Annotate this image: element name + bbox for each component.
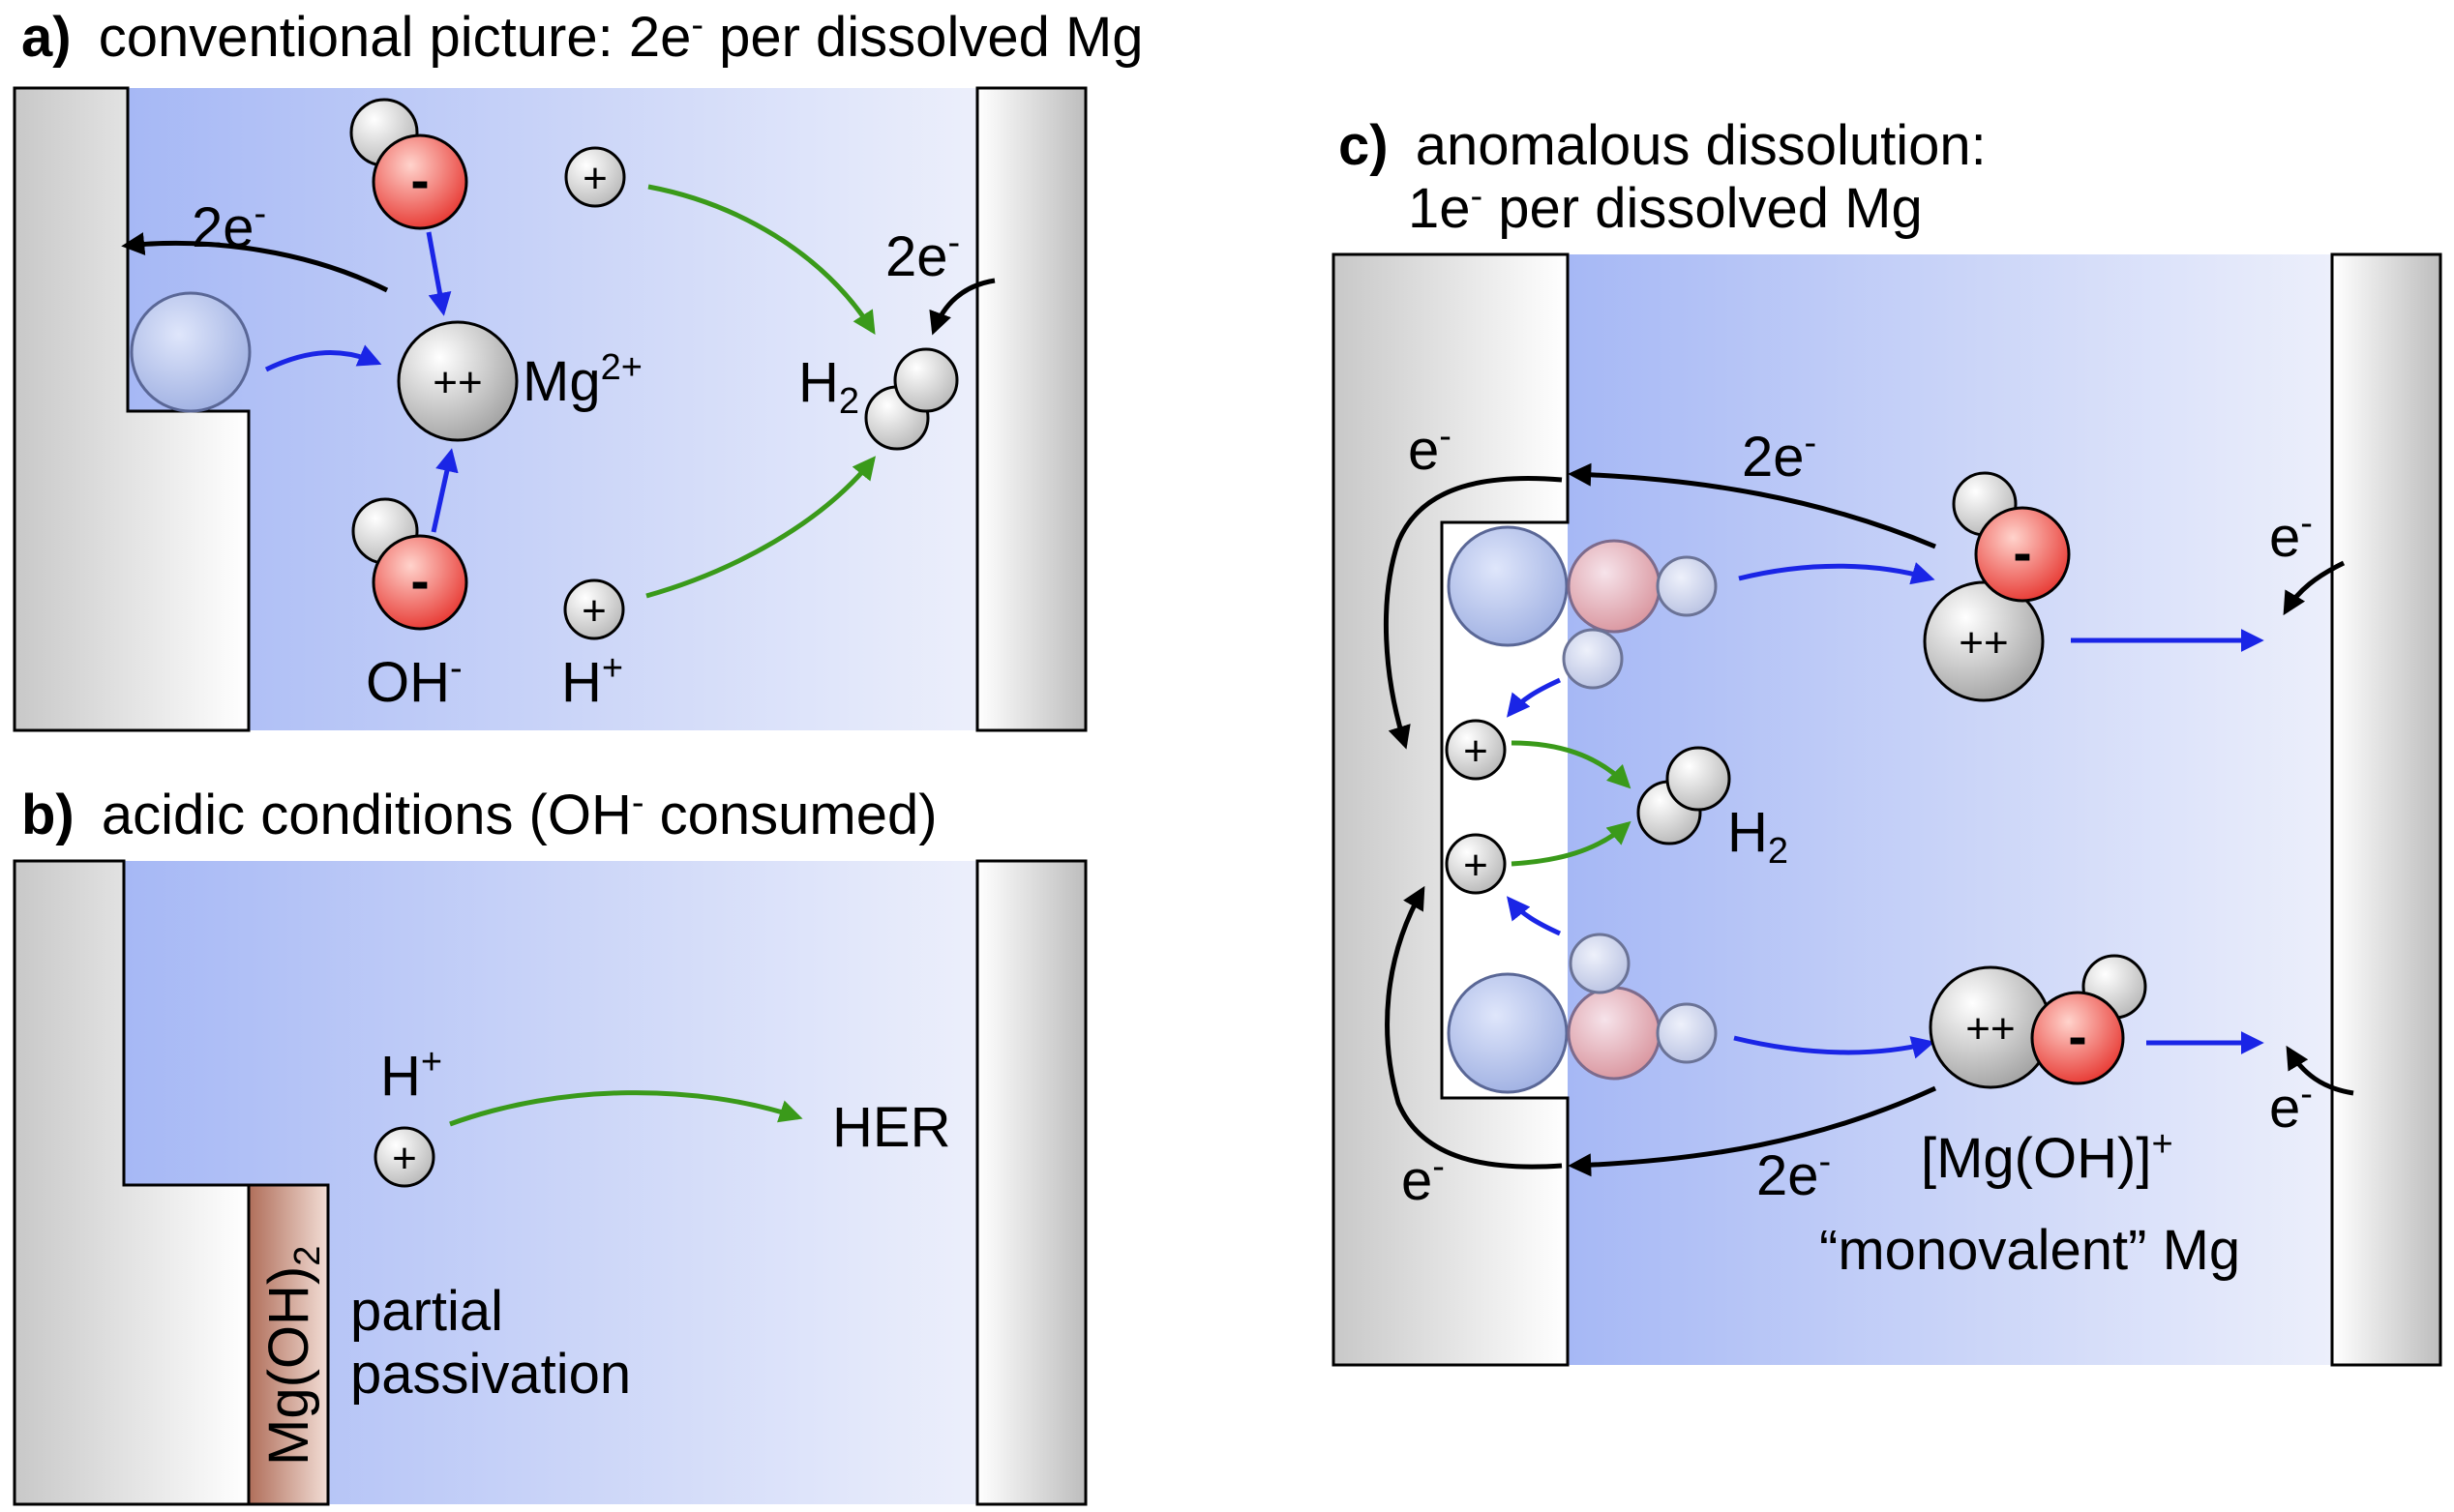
oh-label-a: OH-: [366, 648, 463, 714]
ion-arrow-a-oh-top: [426, 231, 452, 316]
hydroxide-o-bottom-a: [372, 534, 468, 631]
panel-c: c) anomalous dissolution: 1e- per dissol…: [1332, 114, 2442, 1367]
panel-b-title: b) acidic conditions (OH- consumed): [21, 783, 938, 846]
proton-plus-c-bottom: +: [1463, 842, 1488, 889]
h-arrow-c-bottom: [1511, 820, 1631, 867]
mg-ion-charge-a: ++: [433, 359, 482, 406]
proton-plus-b: +: [392, 1135, 417, 1182]
hydroxide-o-c-top: [1974, 506, 2071, 603]
ion-arrow-c-bottom-out: [1733, 1035, 1935, 1059]
e-label-c-top-left: e-: [1408, 416, 1451, 482]
hydrogen-c-top-2: [1562, 628, 1624, 690]
h2-atom-2-c: [1665, 746, 1731, 812]
ion-arrow-a-oh-bottom: [431, 448, 459, 533]
h2-label-c: H2: [1727, 801, 1788, 872]
proton-plus-c-top: +: [1463, 727, 1488, 775]
ion-arrow-c-top-out: [1738, 562, 1935, 585]
h2-atom-2-a: [893, 347, 959, 413]
mgoh-label-c: [Mg(OH)]+: [1921, 1124, 2173, 1190]
monovalent-label-c: “monovalent” Mg: [1819, 1219, 2240, 1282]
hydroxide-minus-bottom-a: -: [410, 549, 429, 612]
hydroxide-minus-top-a: -: [410, 149, 429, 212]
her-label-b: HER: [832, 1096, 950, 1159]
e-label-c-bottom-right: e-: [2269, 1074, 2313, 1140]
hydroxide-minus-c-top: -: [2013, 521, 2031, 584]
mg-anode-a: [13, 86, 251, 732]
h-arrow-b: [449, 1090, 803, 1127]
electron-arrow-c-top: [1568, 462, 1936, 549]
electron-arrow-c-right-bottom: [2286, 1045, 2354, 1096]
passivation-layer-b: [247, 1183, 330, 1506]
h-label-a: H+: [561, 648, 623, 714]
electron-arrow-a-left: [121, 232, 389, 293]
passivation-text-b-line2: passivation: [350, 1343, 631, 1406]
h2-label-a: H2: [798, 351, 859, 422]
panel-c-title-line2: 1e- per dissolved Mg: [1408, 176, 1923, 240]
oxygen-c-bottom: [1567, 986, 1661, 1081]
panel-b: b) acidic conditions (OH- consumed) Mg(O…: [13, 783, 1088, 1506]
mg-atom-c-bottom: [1447, 972, 1569, 1094]
cathode-c: [2330, 252, 2442, 1367]
electron-arrow-c-bottom: [1568, 1085, 1937, 1177]
hydrogen-c-top-1: [1656, 555, 1718, 617]
hydrogen-c-bottom-2: [1569, 933, 1631, 994]
ion-arrow-c-proton-top: [1506, 677, 1562, 718]
electron-arrow-a-right: [929, 278, 996, 336]
panel-c-title: c) anomalous dissolution:: [1338, 114, 1987, 177]
h-label-b: H+: [380, 1042, 442, 1108]
mg-atom-c-top: [1447, 525, 1569, 647]
e-label-c-top-right: e-: [2269, 503, 2313, 569]
mg-ion-a: [397, 320, 519, 442]
panel-a-title: a) conventional picture: 2e- per dissolv…: [21, 5, 1144, 69]
electron-arrow-c-right-top: [2283, 560, 2346, 616]
passivation-layer-label-b: Mg(OH)2: [257, 1246, 328, 1466]
hydrogen-c-bottom-1: [1656, 1002, 1718, 1064]
h-arrow-a-top: [647, 184, 876, 336]
mg-ion-charge-c-top: ++: [1959, 619, 2008, 667]
mg-ion-charge-c-bottom: ++: [1965, 1005, 2015, 1052]
h-arrow-c-top: [1511, 740, 1631, 789]
hydroxide-o-c-bottom: [2030, 991, 2125, 1085]
ion-arrow-a-mg: [264, 344, 382, 372]
electron-arrow-c-bottom-loop: [1385, 885, 1563, 1170]
two-e-label-c-top: 2e-: [1742, 423, 1816, 489]
mg-label-a: Mg2+: [523, 347, 643, 413]
electron-arrow-c-top-loop: [1383, 476, 1563, 750]
panel-a: a) conventional picture: 2e- per dissolv…: [13, 5, 1144, 732]
electrons-label-a-left: 2e-: [192, 193, 266, 259]
h-arrow-a-bottom: [645, 456, 877, 599]
proton-b: [374, 1126, 435, 1188]
ion-arrow-c-proton-bottom: [1506, 896, 1562, 936]
cathode-b: [975, 859, 1088, 1506]
proton-c-top: [1445, 719, 1507, 781]
e-label-c-bottom-left: e-: [1401, 1146, 1445, 1212]
electrons-label-a-right: 2e-: [885, 222, 960, 288]
hydroxide-minus-c-bottom: -: [2068, 1005, 2086, 1068]
cathode-a: [975, 86, 1088, 732]
proton-plus-bottom-a: +: [582, 587, 607, 635]
electrolyte-a: [128, 88, 977, 730]
passivation-text-b: partial: [350, 1280, 503, 1343]
mg-atom-a: [130, 291, 252, 413]
two-e-label-c-bottom: 2e-: [1756, 1141, 1831, 1207]
hydroxide-o-top-a: [372, 133, 468, 230]
proton-plus-top-a: +: [583, 155, 608, 202]
proton-top-a: [564, 146, 626, 208]
proton-c-bottom: [1445, 833, 1507, 895]
proton-bottom-a: [563, 578, 625, 640]
oxygen-c-top: [1567, 539, 1661, 634]
